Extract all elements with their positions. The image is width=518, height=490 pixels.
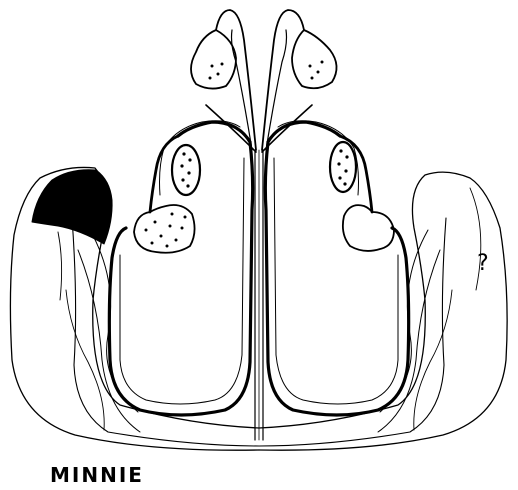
right-cyst [343, 205, 394, 251]
right-horn-lumen [274, 158, 398, 404]
left-cyst-dots [145, 213, 187, 248]
left-cyst [134, 205, 195, 253]
unknown-question-mark: ? [477, 253, 489, 275]
left-fimbria-bulb [191, 30, 236, 89]
left-oviduct-inner [160, 121, 241, 195]
left-ovary-follicles [180, 152, 191, 187]
right-uterine-horn [265, 122, 408, 415]
right-fimbria-dots [309, 61, 324, 80]
right-fimbria-bulb [292, 30, 337, 88]
left-tumor-mass [32, 170, 112, 244]
right-ovary-follicles [337, 149, 348, 185]
specimen-name-label: MINNIE [50, 465, 144, 485]
left-horn-vessel-d [58, 232, 62, 300]
right-ovary [330, 142, 356, 192]
left-fimbria-dots [209, 63, 224, 80]
left-ovary [172, 145, 200, 195]
